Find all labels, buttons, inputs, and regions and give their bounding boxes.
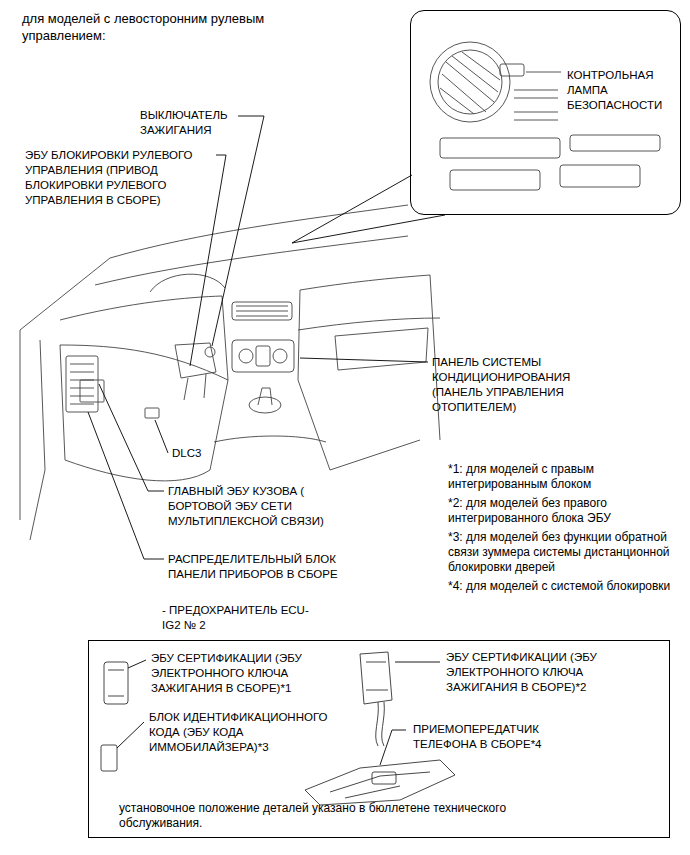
dashboard-drawing — [236, 306, 288, 316]
leader-lines — [88, 412, 164, 559]
dashboard-drawing — [335, 328, 428, 370]
dashboard-drawing — [20, 258, 110, 330]
part-icons — [108, 670, 124, 696]
part-icons — [372, 772, 396, 784]
part-icons — [382, 702, 385, 746]
leader-lines — [99, 384, 164, 491]
part-label: ЭБУ БЛОКИРОВКИ РУЛЕВОГО УПРАВЛЕНИЯ (ПРИВ… — [25, 148, 210, 208]
dashboard-drawing — [66, 356, 98, 412]
inset-drawing — [440, 52, 500, 114]
leader-lines — [300, 358, 428, 362]
part-label: ПАНЕЛЬ СИСТЕМЫ КОНДИЦИОНИРОВАНИЯ (ПАНЕЛЬ… — [432, 355, 592, 415]
dashboard-drawing — [298, 290, 300, 380]
part-label: ВЫКЛЮЧАТЕЛЬ ЗАЖИГАНИЯ — [140, 108, 250, 138]
part-icons — [128, 660, 146, 668]
leader-lines — [190, 155, 226, 366]
part-label: - ПРЕДОХРАНИТЕЛЬ ECU-IG2 № 2 — [162, 603, 312, 633]
dashboard-drawing — [70, 364, 94, 404]
parts-box: ЭБУ СЕРТИФИКАЦИИ (ЭБУ ЭЛЕКТРОННОГО КЛЮЧА… — [88, 640, 670, 838]
leader-lines — [212, 116, 264, 346]
dashboard-drawing — [298, 318, 440, 330]
inset-drawing — [430, 42, 510, 122]
dashboard-drawing — [110, 205, 408, 258]
inset-box: КОНТРОЛЬНАЯ ЛАМПА БЕЗОПАСНОСТИ — [410, 10, 681, 215]
dashboard-drawing — [205, 347, 215, 357]
inset-drawing — [438, 50, 502, 114]
part-icons — [360, 652, 392, 704]
inset-drawing — [570, 135, 660, 151]
part-label: РАСПРЕДЕЛИТЕЛЬНЫЙ БЛОК ПАНЕЛИ ПРИБОРОВ В… — [168, 552, 368, 582]
part-icons — [330, 772, 430, 798]
dashboard-drawing — [184, 374, 206, 400]
dashboard-drawing — [80, 380, 104, 402]
dashboard-drawing — [150, 274, 225, 292]
dashboard-drawing — [210, 380, 228, 470]
dashboard-drawing — [300, 275, 430, 290]
dashboard-drawing — [95, 236, 408, 285]
part-icons — [395, 662, 440, 663]
part-label: ЭБУ СЕРТИФИКАЦИИ (ЭБУ ЭЛЕКТРОННОГО КЛЮЧА… — [151, 651, 331, 696]
part-label: ЭБУ СЕРТИФИКАЦИИ (ЭБУ ЭЛЕКТРОННОГО КЛЮЧА… — [446, 650, 631, 695]
dashboard-drawing — [222, 296, 228, 380]
part-icons — [366, 662, 388, 690]
part-icons — [117, 722, 144, 748]
dashboard-drawing — [20, 205, 440, 540]
diagram-title: для моделей с левосторонним рулевым упра… — [22, 10, 292, 44]
inset-drawing — [560, 165, 640, 187]
dashboard-drawing — [214, 436, 326, 442]
dashboard-drawing — [60, 345, 228, 380]
dashboard-drawing — [256, 346, 270, 366]
part-label: ГЛАВНЫЙ ЭБУ КУЗОВА ( БОРТОВОЙ ЭБУ СЕТИ М… — [168, 484, 363, 529]
dashboard-drawing — [175, 343, 216, 378]
dashboard-drawing — [249, 397, 281, 413]
part-icons — [376, 702, 379, 746]
footnote: *3: для моделей без функции обратной свя… — [448, 530, 673, 575]
footnote: *1: для моделей с правым интегрированным… — [448, 462, 673, 492]
dashboard-drawing — [30, 470, 45, 540]
inset-drawing — [500, 64, 524, 76]
dashboard-drawing — [145, 408, 159, 418]
part-icons — [104, 662, 128, 704]
dashboard-drawing — [65, 460, 210, 481]
inset-pointer — [292, 175, 445, 243]
part-icons — [380, 730, 406, 765]
part-label: ПРИЕМОПЕРЕДАТЧИК ТЕЛЕФОНА В СБОРЕ*4 — [413, 722, 563, 752]
dashboard-drawing — [60, 345, 65, 460]
inset-drawing — [526, 72, 561, 73]
part-label: БЛОК ИДЕНТИФИКАЦИОННОГО КОДА (ЭБУ КОДА И… — [149, 710, 344, 755]
part-label: КОНТРОЛЬНАЯ ЛАМПА БЕЗОПАСНОСТИ — [567, 68, 675, 113]
dashboard-drawing — [40, 340, 45, 470]
inset-drawing — [430, 42, 660, 190]
part-icons — [305, 760, 455, 805]
inset-drawing — [440, 138, 560, 158]
connector-label: DLC3 — [172, 446, 212, 461]
part-icons — [101, 745, 117, 771]
dashboard-drawing — [60, 296, 222, 320]
inset-drawing — [514, 90, 558, 120]
note-text: установочное положение деталей указано в… — [119, 801, 589, 831]
footnote: *2: для моделей без правого интегрирован… — [448, 496, 673, 526]
dashboard-drawing — [298, 380, 330, 470]
dashboard-drawing — [232, 340, 294, 372]
dashboard-drawing — [273, 349, 287, 363]
part-icons — [101, 652, 455, 805]
dashboard-drawing — [258, 388, 272, 405]
inset-pointer — [292, 215, 445, 243]
leader-lines — [155, 420, 168, 453]
inset-drawing — [450, 170, 540, 190]
inset-pointer — [292, 175, 412, 243]
dashboard-drawing — [239, 349, 253, 363]
dashboard-drawing — [20, 330, 21, 520]
dashboard-drawing — [330, 440, 420, 470]
footnote: *4: для моделей с системой блокировки — [448, 579, 673, 594]
dashboard-drawing — [232, 302, 292, 320]
